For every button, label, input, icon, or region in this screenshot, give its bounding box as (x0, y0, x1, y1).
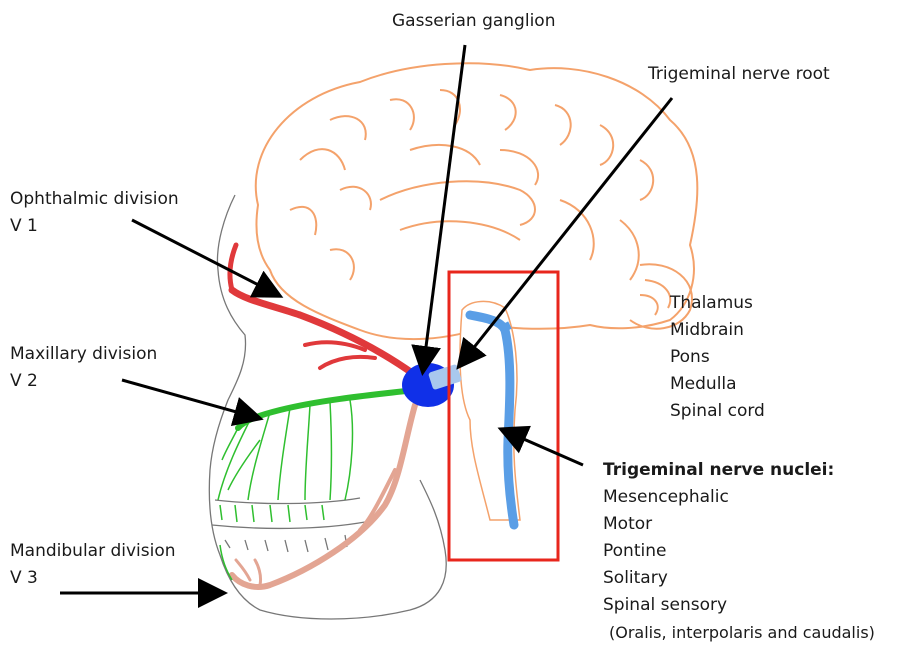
arrow-nerve-nuclei (503, 430, 583, 465)
arrow-gasserian-ganglion (423, 45, 465, 370)
trigeminal-nuclei-list: Trigeminal nerve nuclei: Mesencephalic M… (603, 457, 875, 646)
mandibular-nerve (232, 405, 415, 587)
region-thalamus: Thalamus (670, 290, 765, 317)
ophthalmic-code-label: V 1 (10, 215, 38, 237)
brain-illustration (256, 63, 698, 339)
nucleus-spinal-sensory: Spinal sensory (603, 592, 875, 619)
nucleus-solitary: Solitary (603, 565, 875, 592)
pointer-arrows (60, 45, 672, 593)
region-spinal-cord: Spinal cord (670, 398, 765, 425)
brainstem-illustration (460, 301, 520, 525)
ophthalmic-division-label: Ophthalmic division (10, 188, 179, 210)
nucleus-motor: Motor (603, 511, 875, 538)
mandibular-code-label: V 3 (10, 567, 38, 589)
maxillary-nerve (238, 390, 415, 428)
ophthalmic-nerve (230, 245, 415, 375)
region-midbrain: Midbrain (670, 317, 765, 344)
maxillary-division-label: Maxillary division (10, 343, 157, 365)
nucleus-pontine: Pontine (603, 538, 875, 565)
gasserian-ganglion-label: Gasserian ganglion (392, 10, 555, 32)
region-pons: Pons (670, 344, 765, 371)
nuclei-note: (Oralis, interpolaris and caudalis) (603, 619, 875, 646)
maxillary-code-label: V 2 (10, 370, 38, 392)
region-medulla: Medulla (670, 371, 765, 398)
nucleus-mesencephalic: Mesencephalic (603, 484, 875, 511)
gasserian-ganglion-shape (402, 363, 462, 407)
mandibular-division-label: Mandibular division (10, 540, 176, 562)
trigeminal-nerve-root-label: Trigeminal nerve root (648, 63, 830, 85)
nuclei-title: Trigeminal nerve nuclei: (603, 457, 875, 484)
brainstem-regions-list: Thalamus Midbrain Pons Medulla Spinal co… (670, 290, 765, 425)
arrow-maxillary-division (122, 380, 258, 418)
